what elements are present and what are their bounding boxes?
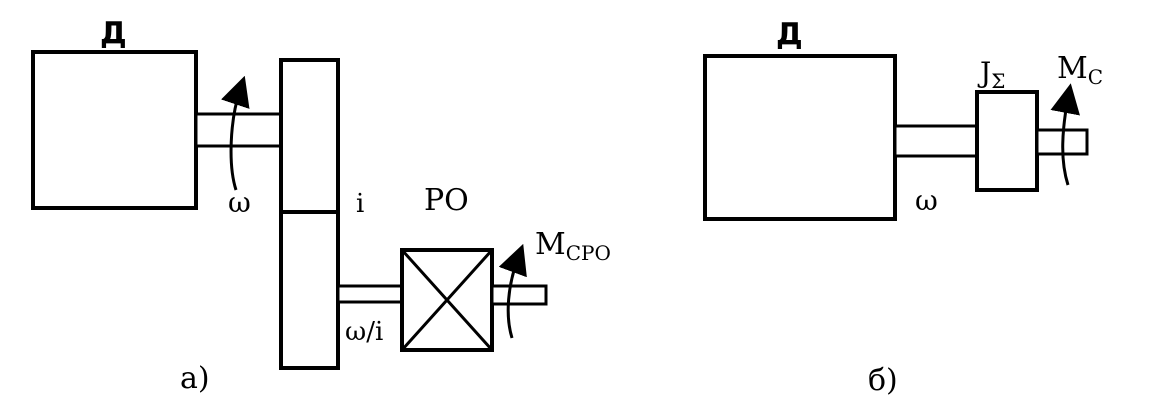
- motor-block-a: [31, 50, 198, 210]
- motor-shaft-a: [194, 112, 283, 148]
- torque-arrow-b: [1050, 83, 1080, 186]
- stub-shaft-a: [490, 284, 548, 306]
- inertia-block-b: [975, 90, 1039, 192]
- motor-label-a: Д: [100, 16, 127, 51]
- inertia-label-b: JΣ: [977, 56, 1005, 93]
- gear-ratio-label-a: i: [356, 189, 364, 219]
- caption-b: б): [868, 363, 898, 398]
- diagram-b: Д ω JΣ MС б): [703, 17, 1103, 398]
- torque-label-b: MС: [1057, 51, 1103, 89]
- torque-arrow-a: [498, 243, 527, 339]
- motor-shaft-b: [893, 124, 979, 158]
- diagram-a: Д ω i ω/i РО MСРО а): [31, 16, 611, 396]
- motor-block-b: [703, 54, 897, 221]
- output-speed-label-a: ω/i: [345, 317, 383, 347]
- torque-label-a: MСРО: [535, 227, 611, 265]
- output-shaft-a: [336, 284, 404, 304]
- motor-label-b: Д: [776, 17, 803, 52]
- caption-a: а): [180, 361, 210, 396]
- omega-label-a: ω: [228, 186, 251, 219]
- working-body-label-a: РО: [424, 183, 469, 218]
- omega-rotation-arrow-a: [221, 75, 250, 191]
- working-body-a: [400, 248, 494, 352]
- omega-label-b: ω: [915, 184, 938, 217]
